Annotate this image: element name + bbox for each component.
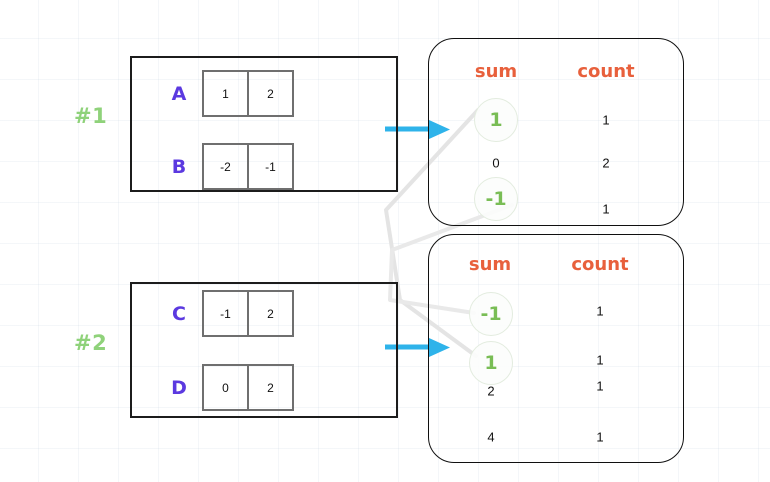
table-2-sum-0: -1 xyxy=(469,292,513,336)
table-2-sum-3: 4 xyxy=(487,429,495,445)
matrix-cell-b-1: -1 xyxy=(247,143,294,190)
matrix-cell-a-1: 2 xyxy=(247,70,294,117)
matrix-row-a: A 1 2 xyxy=(156,70,294,117)
matrix-row-label-b: B xyxy=(171,155,187,178)
step-label-1: #1 xyxy=(74,104,108,128)
aggregate-box-2 xyxy=(428,234,684,463)
table-2-count-3: 1 xyxy=(596,429,604,445)
matrix-cell-c-0: -1 xyxy=(202,290,249,337)
matrix-cell-a-0: 1 xyxy=(202,70,249,117)
table-1-header-count: count xyxy=(577,61,635,82)
table-1-header-sum: sum xyxy=(474,61,518,82)
matrix-row-d: D 0 2 xyxy=(156,364,294,411)
matrix-row-label-a: A xyxy=(171,82,187,105)
matrix-cell-c-1: 2 xyxy=(247,290,294,337)
table-1-sum-1: 0 xyxy=(492,155,500,171)
matrix-row-label-c: C xyxy=(172,302,186,325)
matrix-cells-d: 0 2 xyxy=(202,364,294,411)
matrix-cells-c: -1 2 xyxy=(202,290,294,337)
table-2-count-1: 1 xyxy=(596,352,604,368)
matrix-cells-a: 1 2 xyxy=(202,70,294,117)
table-1-count-1: 2 xyxy=(602,155,610,171)
step-label-2: #2 xyxy=(74,331,108,355)
aggregate-box-1 xyxy=(428,38,684,226)
matrix-cell-b-0: -2 xyxy=(202,143,249,190)
matrix-cells-b: -2 -1 xyxy=(202,143,294,190)
table-2-sum-1: 1 xyxy=(469,341,513,385)
matrix-box-2 xyxy=(130,282,398,418)
table-1-count-0: 1 xyxy=(602,112,610,128)
matrix-box-1 xyxy=(130,56,398,192)
matrix-cell-d-1: 2 xyxy=(247,364,294,411)
table-1-sum-2: -1 xyxy=(474,177,518,221)
matrix-row-label-d: D xyxy=(171,376,187,399)
table-1-sum-0: 1 xyxy=(474,98,518,142)
matrix-cell-d-0: 0 xyxy=(202,364,249,411)
table-1-count-2: 1 xyxy=(602,201,610,217)
table-2-sum-2: 2 xyxy=(487,383,495,399)
matrix-row-c: C -1 2 xyxy=(156,290,294,337)
table-2-header-sum: sum xyxy=(468,254,512,275)
matrix-row-b: B -2 -1 xyxy=(156,143,294,190)
table-2-count-0: 1 xyxy=(596,303,604,319)
table-2-header-count: count xyxy=(571,254,629,275)
table-2-count-2: 1 xyxy=(596,378,604,394)
